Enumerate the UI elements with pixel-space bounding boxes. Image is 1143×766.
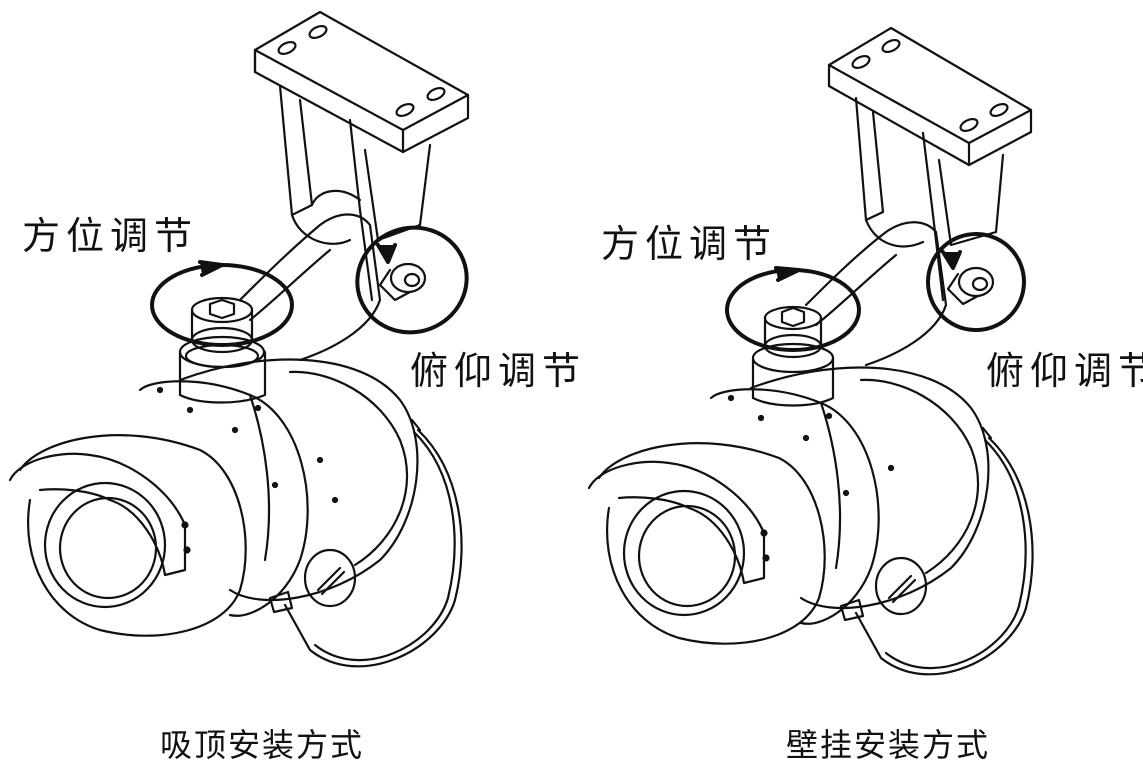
camera-ceiling-mount-drawing [8, 10, 470, 668]
camera-wall-mount-drawing [587, 26, 1034, 676]
lens-assembly [587, 442, 826, 645]
azimuth-rotation-arrow [725, 266, 861, 352]
pitch-adjustment-label: 俯仰调节 [986, 349, 1143, 393]
pitch-rotation-arrow [926, 232, 1026, 332]
azimuth-adjustment-label: 方位调节 [22, 214, 199, 258]
camera-housing [138, 358, 419, 617]
pitch-knob [946, 266, 995, 306]
pitch-rotation-arrow [355, 225, 469, 335]
safety-cable [839, 426, 1034, 676]
azimuth-rotation-arrow [150, 260, 294, 347]
panel-wall-mount: 方位调节 俯仰调节 壁挂安装方式 [571, 0, 1143, 765]
azimuth-bolt [751, 305, 835, 407]
lens-assembly [8, 434, 247, 637]
mount-type-caption: 壁挂安装方式 [786, 726, 991, 764]
camera-housing [709, 366, 990, 625]
safety-cable [268, 418, 463, 668]
mounting-plate [253, 10, 470, 154]
azimuth-adjustment-label: 方位调节 [601, 222, 778, 266]
bracket-arm [854, 96, 1005, 302]
bracket-arm [278, 84, 432, 302]
yoke [238, 213, 382, 362]
pitch-knob [378, 262, 427, 302]
side-window [303, 548, 357, 608]
pitch-adjustment-label: 俯仰调节 [410, 349, 587, 393]
mounting-plate [827, 26, 1033, 167]
side-window [874, 556, 928, 616]
mount-type-caption: 吸顶安装方式 [160, 726, 365, 764]
panel-ceiling-mount: 方位调节 俯仰调节 吸顶安装方式 [0, 0, 580, 765]
